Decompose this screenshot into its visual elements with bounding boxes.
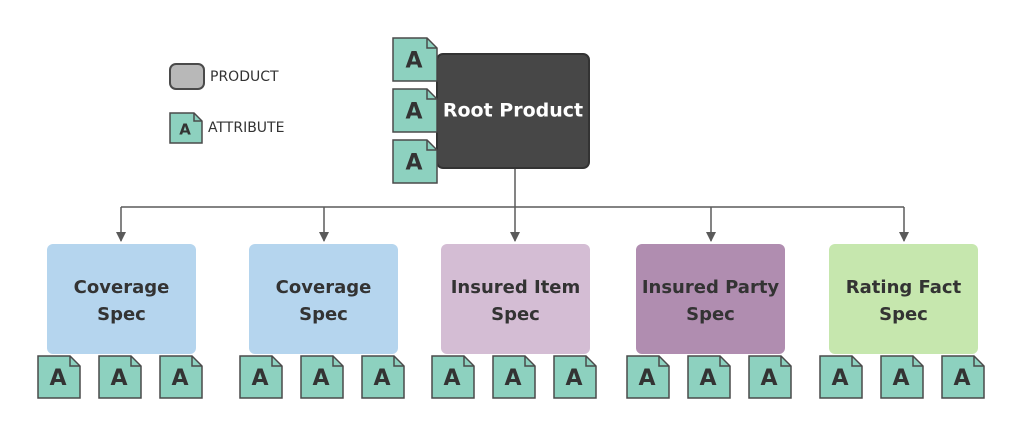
spec-attribute-icon: A bbox=[159, 355, 203, 399]
spec-box bbox=[249, 244, 398, 354]
spec-label-line: Insured Party bbox=[642, 277, 780, 298]
attribute-letter: A bbox=[892, 366, 909, 391]
attribute-fold bbox=[426, 89, 437, 100]
spec-attribute-icon: A bbox=[941, 355, 985, 399]
attribute-fold bbox=[393, 356, 404, 367]
attribute-fold bbox=[780, 356, 791, 367]
spec-label-line: Rating Fact bbox=[846, 277, 962, 298]
spec-box bbox=[441, 244, 590, 354]
spec-attribute-icon: A bbox=[819, 355, 863, 399]
spec-label-line: Coverage bbox=[74, 277, 170, 298]
attribute-fold bbox=[193, 113, 202, 122]
spec-attribute-icon: A bbox=[300, 355, 344, 399]
spec-label-line: Coverage bbox=[276, 277, 372, 298]
spec-label-line: Spec bbox=[686, 304, 735, 325]
attribute-fold bbox=[585, 356, 596, 367]
legend-attribute-icon: A bbox=[169, 112, 203, 144]
attribute-letter: A bbox=[443, 366, 460, 391]
root-product: Root Product A A A bbox=[392, 37, 590, 184]
attribute-fold bbox=[426, 140, 437, 151]
attribute-letter: A bbox=[638, 366, 655, 391]
attribute-letter: A bbox=[565, 366, 582, 391]
spec-label-line: Spec bbox=[879, 304, 928, 325]
connectors bbox=[116, 168, 909, 242]
attribute-fold bbox=[271, 356, 282, 367]
attribute-letter: A bbox=[405, 49, 422, 74]
attribute-page bbox=[392, 37, 438, 82]
attribute-fold bbox=[463, 356, 474, 367]
attribute-fold bbox=[851, 356, 862, 367]
spec-attribute-icon: A bbox=[626, 355, 670, 399]
attribute-fold bbox=[973, 356, 984, 367]
spec-attribute-icon: A bbox=[98, 355, 142, 399]
attribute-fold bbox=[524, 356, 535, 367]
spec-attribute-icon: A bbox=[37, 355, 81, 399]
legend: PRODUCT A ATTRIBUTE bbox=[169, 63, 284, 144]
root-product-label: Root Product bbox=[443, 100, 583, 122]
legend-attribute-label: ATTRIBUTE bbox=[208, 120, 284, 136]
spec-label-line: Spec bbox=[491, 304, 540, 325]
attribute-letter: A bbox=[251, 366, 268, 391]
attribute-letter: A bbox=[373, 366, 390, 391]
attribute-letter: A bbox=[760, 366, 777, 391]
root-attributes: A A A bbox=[392, 37, 438, 184]
spec-attribute-icon: A bbox=[239, 355, 283, 399]
spec-attribute-icon: A bbox=[553, 355, 597, 399]
spec-label-line: Spec bbox=[97, 304, 146, 325]
attribute-fold bbox=[426, 38, 437, 49]
attribute-letter: A bbox=[171, 366, 188, 391]
legend-product-swatch bbox=[169, 63, 205, 90]
spec-box bbox=[636, 244, 785, 354]
spec-attribute-icon: A bbox=[687, 355, 731, 399]
legend-product-label: PRODUCT bbox=[210, 69, 279, 85]
root-attribute-icon: A bbox=[392, 37, 438, 82]
spec-attribute-icon: A bbox=[492, 355, 536, 399]
spec-attribute-icon: A bbox=[748, 355, 792, 399]
attribute-fold bbox=[912, 356, 923, 367]
attribute-fold bbox=[130, 356, 141, 367]
attribute-letter: A bbox=[179, 121, 191, 139]
legend-attribute-doc: A bbox=[169, 112, 203, 144]
root-attribute-icon: A bbox=[392, 88, 438, 133]
attribute-letter: A bbox=[110, 366, 127, 391]
spec-attribute-icon: A bbox=[880, 355, 924, 399]
spec-box bbox=[47, 244, 196, 354]
attribute-letter: A bbox=[49, 366, 66, 391]
attribute-letter: A bbox=[699, 366, 716, 391]
spec-label-line: Insured Item bbox=[451, 277, 581, 298]
attribute-fold bbox=[658, 356, 669, 367]
attribute-fold bbox=[719, 356, 730, 367]
attribute-fold bbox=[69, 356, 80, 367]
attribute-letter: A bbox=[504, 366, 521, 391]
attribute-letter: A bbox=[405, 151, 422, 176]
attribute-letter: A bbox=[953, 366, 970, 391]
spec-box bbox=[829, 244, 978, 354]
attribute-letter: A bbox=[831, 366, 848, 391]
root-attribute-icon: A bbox=[392, 139, 438, 184]
spec-attribute-icon: A bbox=[431, 355, 475, 399]
attribute-page bbox=[392, 139, 438, 184]
spec-attribute-icon: A bbox=[361, 355, 405, 399]
attribute-fold bbox=[191, 356, 202, 367]
attribute-letter: A bbox=[312, 366, 329, 391]
attribute-fold bbox=[332, 356, 343, 367]
attribute-page bbox=[392, 88, 438, 133]
attribute-letter: A bbox=[405, 100, 422, 125]
spec-label-line: Spec bbox=[299, 304, 348, 325]
